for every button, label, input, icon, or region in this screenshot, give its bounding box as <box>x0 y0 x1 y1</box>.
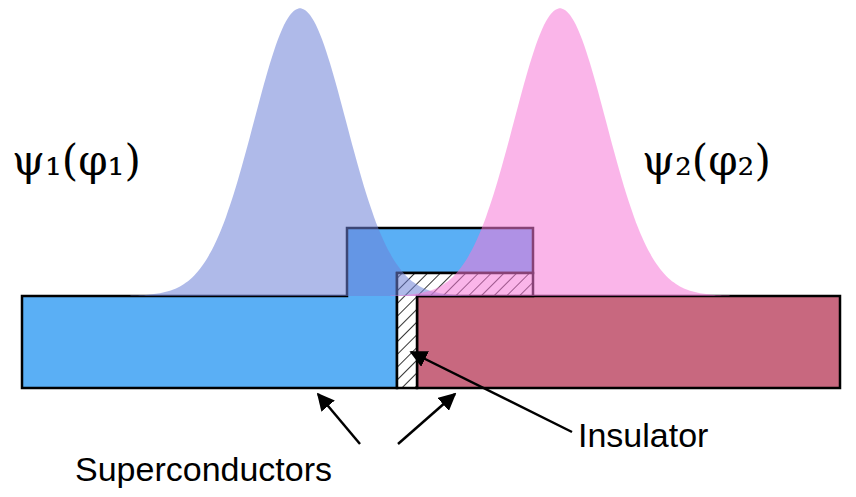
superconductors-label: Superconductors <box>75 452 332 486</box>
wavefunction-label: ψ₂(φ₂) <box>642 140 771 182</box>
insulator-label: Insulator <box>578 418 708 452</box>
leader-arrow <box>318 394 360 444</box>
leader-arrow <box>411 352 572 432</box>
wavefunction-label: ψ₁(φ₁) <box>12 140 141 182</box>
wavefunction-1 <box>130 8 470 296</box>
right-superconductor <box>417 296 840 388</box>
leader-arrow <box>398 394 455 444</box>
